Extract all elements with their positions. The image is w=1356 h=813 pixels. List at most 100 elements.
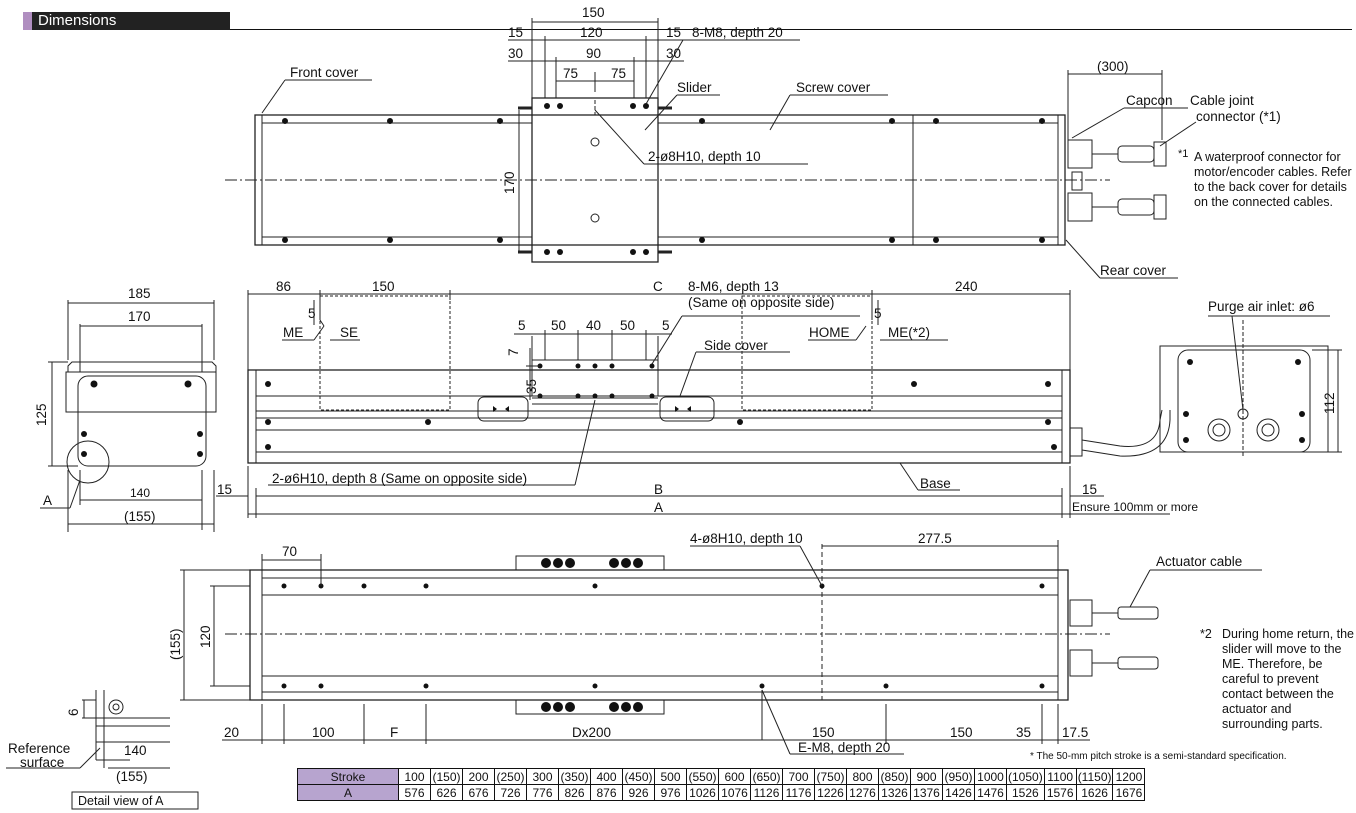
dim-bottom-100: 100 bbox=[312, 725, 335, 740]
rear-view-bolts bbox=[1183, 359, 1305, 443]
table-cell: 976 bbox=[654, 784, 687, 801]
table-cell: (750) bbox=[814, 768, 847, 785]
dim-end-125: 125 bbox=[34, 403, 49, 426]
top-view-bolts bbox=[282, 103, 1045, 255]
table-cell: (450) bbox=[622, 768, 655, 785]
label-me-2: ME(*2) bbox=[888, 325, 930, 340]
note-1-mark: *1 bbox=[1178, 148, 1189, 160]
label-me: ME bbox=[283, 325, 303, 340]
end-view bbox=[40, 300, 217, 532]
side-view-dimensions bbox=[216, 290, 1170, 518]
label-h10-top: 2-ø8H10, depth 10 bbox=[648, 149, 761, 164]
table-cell: (550) bbox=[686, 768, 719, 785]
section-header: Dimensions bbox=[23, 12, 230, 30]
table-cell: (950) bbox=[942, 768, 975, 785]
dim-rear-112: 112 bbox=[1322, 392, 1337, 414]
dim-side-40: 40 bbox=[586, 318, 601, 333]
table-cell: 1426 bbox=[942, 784, 975, 801]
table-cell: 1376 bbox=[910, 784, 943, 801]
table-cell: 1476 bbox=[974, 784, 1007, 801]
table-row-header: A bbox=[297, 784, 399, 801]
table-cell: 1126 bbox=[750, 784, 783, 801]
dim-bottom-277: 277.5 bbox=[918, 531, 952, 546]
table-cell: 1000 bbox=[974, 768, 1007, 785]
dim-detail-155: (155) bbox=[116, 769, 148, 784]
dim-bottom-70: 70 bbox=[282, 544, 297, 559]
table-cell: 776 bbox=[526, 784, 559, 801]
dim-bottom-35: 35 bbox=[1016, 725, 1031, 740]
top-view-body bbox=[225, 97, 1167, 263]
section-title: Dimensions bbox=[38, 12, 117, 29]
table-row-header: Stroke bbox=[297, 768, 399, 785]
table-cell: 1176 bbox=[782, 784, 815, 801]
table-cell: 600 bbox=[718, 768, 751, 785]
dim-side-240: 240 bbox=[955, 279, 978, 294]
table-cell: 1276 bbox=[846, 784, 879, 801]
dim-side-5a: 5 bbox=[308, 306, 316, 321]
table-cell: 200 bbox=[462, 768, 495, 785]
dim-top-300: (300) bbox=[1097, 59, 1129, 74]
table-cell: 576 bbox=[398, 784, 431, 801]
note-2-text: During home return, the slider will move… bbox=[1222, 627, 1355, 731]
table-cell: (350) bbox=[558, 768, 591, 785]
detail-caption: Detail view of A bbox=[78, 794, 164, 808]
table-cell: 1026 bbox=[686, 784, 719, 801]
label-se: SE bbox=[340, 325, 358, 340]
dim-end-170: 170 bbox=[128, 309, 151, 324]
dim-detail-140: 140 bbox=[124, 743, 147, 758]
label-rear-cover: Rear cover bbox=[1100, 263, 1167, 278]
table-cell: (1150) bbox=[1075, 768, 1114, 785]
table-cell: 100 bbox=[398, 768, 431, 785]
note-2-mark: *2 bbox=[1200, 627, 1212, 641]
dim-bottom-150a: 150 bbox=[812, 725, 835, 740]
dim-side-86: 86 bbox=[276, 279, 291, 294]
table-cell: 700 bbox=[782, 768, 815, 785]
table-cell: 1576 bbox=[1043, 784, 1077, 801]
table-cell: 1326 bbox=[878, 784, 911, 801]
dim-end-185: 185 bbox=[128, 286, 151, 301]
table-cell: 876 bbox=[590, 784, 623, 801]
top-view-dimensions bbox=[261, 18, 1197, 279]
note-1-text: A waterproof connector for motor/encoder… bbox=[1194, 150, 1352, 209]
table-cell: (250) bbox=[494, 768, 527, 785]
table-cell: (150) bbox=[430, 768, 463, 785]
table-cell: (650) bbox=[750, 768, 783, 785]
header-accent bbox=[23, 12, 32, 30]
dim-top-75a: 75 bbox=[563, 66, 578, 81]
dim-side-15r: 15 bbox=[1082, 482, 1097, 497]
label-base: Base bbox=[920, 476, 951, 491]
label-same-1: (Same on opposite side) bbox=[688, 295, 834, 310]
dim-side-150: 150 bbox=[372, 279, 395, 294]
label-4h8: 4-ø8H10, depth 10 bbox=[690, 531, 803, 546]
bottom-view-body bbox=[225, 544, 1262, 740]
table-cell: 1226 bbox=[814, 784, 847, 801]
table-cell: 1676 bbox=[1112, 784, 1146, 801]
dim-top-90: 90 bbox=[586, 46, 601, 61]
table-cell: 1200 bbox=[1112, 768, 1146, 785]
dim-bottom-155: (155) bbox=[168, 628, 183, 660]
dim-bottom-f: F bbox=[390, 725, 398, 740]
label-actuator-cable: Actuator cable bbox=[1156, 554, 1242, 569]
label-detail-a: A bbox=[43, 493, 52, 508]
table-cell: (850) bbox=[878, 768, 911, 785]
table-cell: 1626 bbox=[1075, 784, 1114, 801]
label-side-cover: Side cover bbox=[704, 338, 768, 353]
rear-view bbox=[1159, 315, 1342, 456]
table-cell: 726 bbox=[494, 784, 527, 801]
dim-side-35: 35 bbox=[524, 379, 539, 394]
dim-side-5b: 5 bbox=[874, 306, 882, 321]
table-cell: 1076 bbox=[718, 784, 751, 801]
table-cell: (1050) bbox=[1006, 768, 1045, 785]
dim-side-5c: 5 bbox=[518, 318, 526, 333]
dim-top-170: 170 bbox=[502, 171, 517, 194]
label-h6: 2-ø6H10, depth 8 (Same on opposite side) bbox=[272, 471, 527, 486]
table-cell: 676 bbox=[462, 784, 495, 801]
label-ensure: Ensure 100mm or more bbox=[1072, 500, 1198, 514]
label-screw-cover: Screw cover bbox=[796, 80, 871, 95]
dim-bottom-20: 20 bbox=[224, 725, 239, 740]
label-reference: Reference bbox=[8, 741, 70, 756]
table-cell: 626 bbox=[430, 784, 463, 801]
